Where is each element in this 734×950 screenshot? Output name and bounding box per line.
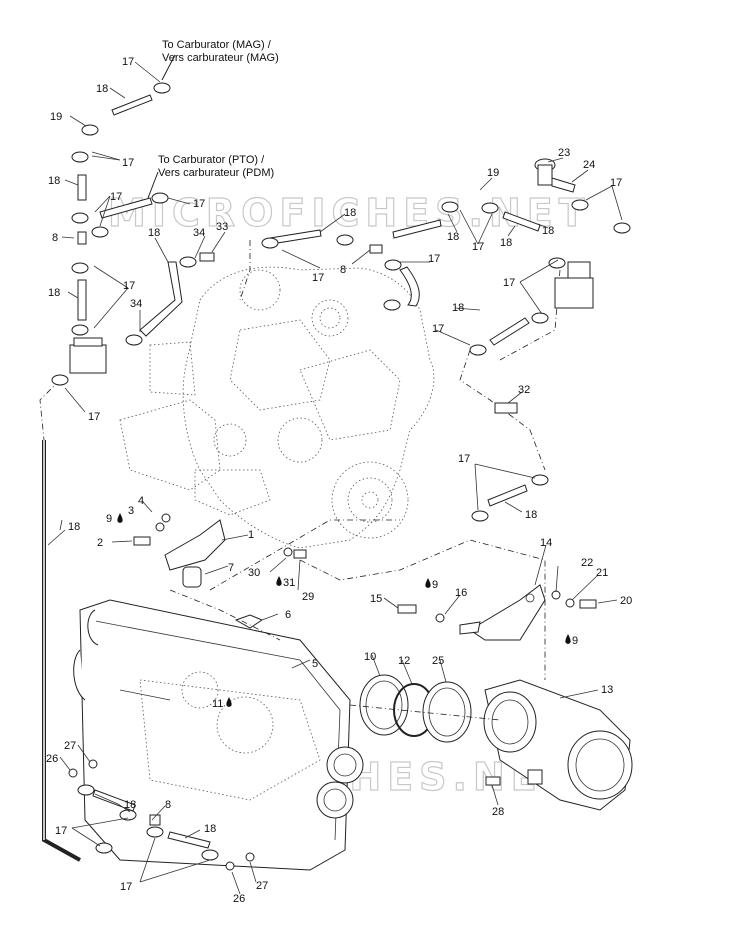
part-label: 17 bbox=[110, 191, 122, 203]
part-label: 17 bbox=[120, 881, 132, 893]
part-label: 27 bbox=[64, 740, 76, 752]
part-label: 9 bbox=[432, 579, 438, 591]
part-label: 34 bbox=[193, 227, 205, 239]
part-label: 26 bbox=[46, 753, 58, 765]
part-label: 18 bbox=[124, 799, 136, 811]
part-label: 18 bbox=[452, 302, 464, 314]
part-label: 32 bbox=[518, 384, 530, 396]
adapter-plate bbox=[483, 679, 633, 811]
bracket bbox=[459, 584, 546, 641]
mag-arrow bbox=[161, 54, 176, 81]
oil-drop-icon bbox=[276, 576, 282, 586]
part-label: 17 bbox=[458, 453, 470, 465]
pto-arrow bbox=[147, 171, 159, 199]
oil-drop-icon bbox=[226, 697, 232, 707]
part-label: 17 bbox=[472, 241, 484, 253]
oil-drop-icon bbox=[425, 578, 431, 588]
clamps bbox=[51, 82, 631, 861]
part-label: 25 bbox=[432, 655, 444, 667]
part-label: 17 bbox=[503, 277, 515, 289]
air-silencer-box bbox=[73, 599, 364, 871]
part-label: 18 bbox=[344, 207, 356, 219]
part-label: 8 bbox=[165, 799, 171, 811]
part-label: 8 bbox=[340, 264, 346, 276]
hose-network bbox=[39, 94, 561, 862]
part-label: 1 bbox=[248, 529, 254, 541]
part-label: 20 bbox=[620, 595, 632, 607]
part-label: 19 bbox=[50, 111, 62, 123]
part-label: 29 bbox=[302, 591, 314, 603]
part-label: 34 bbox=[130, 298, 142, 310]
part-label: 30 bbox=[248, 567, 260, 579]
part-label: 17 bbox=[122, 157, 134, 169]
part-label: 18 bbox=[204, 823, 216, 835]
part-label: 10 bbox=[364, 651, 376, 663]
part-label: 11 bbox=[212, 698, 223, 710]
part-label: 15 bbox=[370, 593, 382, 605]
part-label: 18 bbox=[68, 521, 80, 533]
part-label: 13 bbox=[601, 684, 613, 696]
part-label: 3 bbox=[128, 505, 134, 517]
part-label: 18 bbox=[48, 287, 60, 299]
solenoid-valves bbox=[69, 158, 594, 826]
part-label: 23 bbox=[558, 147, 570, 159]
part-label: 12 bbox=[398, 655, 410, 667]
part-label: 5 bbox=[312, 658, 318, 670]
part-label: 2 bbox=[97, 537, 103, 549]
part-label: 18 bbox=[500, 237, 512, 249]
part-label: 16 bbox=[455, 587, 467, 599]
note-pto-line1: To Carburator (PTO) / bbox=[158, 154, 265, 166]
note-mag-line2: Vers carburateur (MAG) bbox=[162, 52, 279, 64]
part-label: 22 bbox=[581, 557, 593, 569]
part-label: 18 bbox=[542, 225, 554, 237]
part-label: 6 bbox=[285, 609, 291, 621]
part-label: 18 bbox=[48, 175, 60, 187]
part-label: 17 bbox=[428, 253, 440, 265]
part-label: 24 bbox=[583, 159, 595, 171]
part-label: 17 bbox=[312, 272, 324, 284]
part-label: 9 bbox=[106, 513, 112, 525]
engine-outline bbox=[119, 266, 435, 549]
part-label: 27 bbox=[256, 880, 268, 892]
note-pto-line2: Vers carburateur (PDM) bbox=[158, 167, 274, 179]
part-label: 17 bbox=[55, 825, 67, 837]
part-label: 19 bbox=[487, 167, 499, 179]
oil-drop-icon bbox=[117, 513, 123, 523]
part-label: 4 bbox=[138, 495, 144, 507]
part-label: 18 bbox=[96, 83, 108, 95]
oil-drop-icon bbox=[565, 634, 571, 644]
note-mag-line1: To Carburator (MAG) / bbox=[162, 39, 272, 51]
part-label: 17 bbox=[193, 198, 205, 210]
part-label: 17 bbox=[432, 323, 444, 335]
part-label: 21 bbox=[596, 567, 608, 579]
part-label: 31 bbox=[283, 577, 295, 589]
part-label: 9 bbox=[572, 635, 578, 647]
part-label: 17 bbox=[122, 56, 134, 68]
part-label: 17 bbox=[610, 177, 622, 189]
part-label: 7 bbox=[228, 562, 234, 574]
part-label: 8 bbox=[52, 232, 58, 244]
part-label: 17 bbox=[88, 411, 100, 423]
part-label: 18 bbox=[447, 231, 459, 243]
part-labels: 17 18 19 17 18 17 17 8 18 17 34 17 18 34… bbox=[46, 56, 632, 905]
part-label: 14 bbox=[540, 537, 552, 549]
part-label: 33 bbox=[216, 221, 228, 233]
part-label: 28 bbox=[492, 806, 504, 818]
lubricant-drop-icons bbox=[117, 513, 571, 707]
part-label: 26 bbox=[233, 893, 245, 905]
rings bbox=[359, 674, 472, 743]
part-label: 18 bbox=[525, 509, 537, 521]
leader-lines bbox=[47, 61, 623, 895]
part-label: 17 bbox=[123, 280, 135, 292]
part-label: 18 bbox=[148, 227, 160, 239]
